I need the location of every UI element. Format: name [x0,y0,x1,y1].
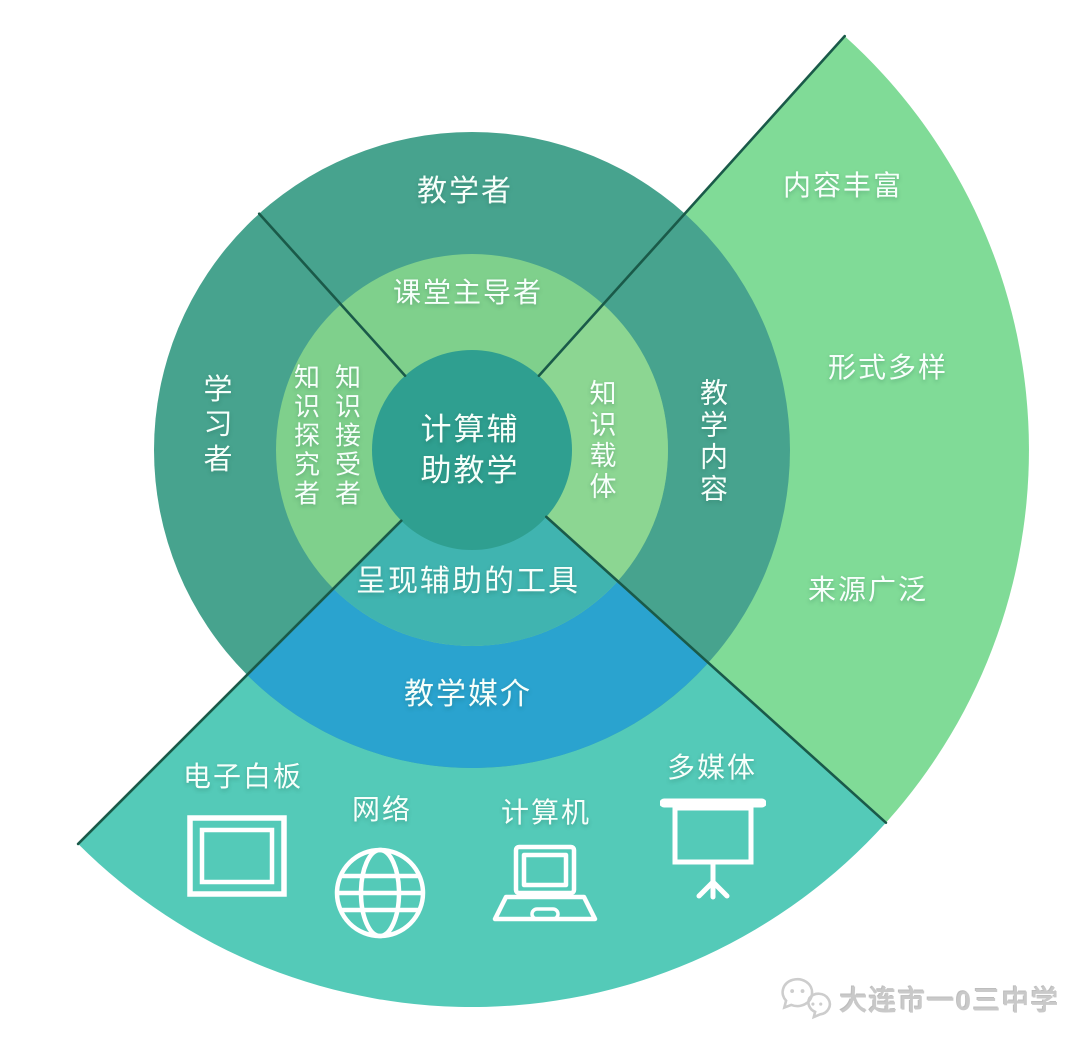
projector-icon [660,798,766,900]
watermark: 大连市一0三中学 [780,975,1060,1021]
center-label-line1: 计算辅 [420,412,520,447]
outer-ring-right-label: 教学内容 [697,378,728,506]
center-label: 计算辅 助教学 [421,409,520,491]
divider-downright [544,515,888,825]
globe-icon [334,847,426,939]
divider-lines [76,34,888,846]
center-label-line2: 助教学 [420,453,520,488]
outer-ring-bottom-label: 教学媒介 [404,678,532,711]
divider-downleft [76,519,403,846]
inner-ring-right-label: 知识载体 [585,379,616,503]
divider-upright [537,34,847,378]
network-label: 网络 [351,794,413,825]
outer-ring-top-label: 教学者 [417,175,513,208]
watermark-text: 大连市一0三中学 [840,985,1061,1016]
whiteboard-label: 电子白板 [182,761,304,792]
inner-ring-top-label: 课堂主导者 [392,277,544,308]
right-wedge-label-3: 来源广泛 [807,574,929,605]
multimedia-label: 多媒体 [666,752,758,783]
center-circle [372,350,572,550]
inner-ring-left-inner-label: 知识接受者 [331,363,362,509]
whiteboard-icon [187,815,287,897]
outer-ring-left-label: 学习者 [199,373,231,479]
inner-ring-bottom-label: 呈现辅助的工具 [356,565,580,598]
right-wedge-label-2: 形式多样 [827,352,949,383]
inner-ring-left-outer-label: 知识探究者 [290,363,321,509]
wechat-icon [781,978,832,1020]
divider-upleft [257,212,407,378]
laptop-icon [492,844,598,922]
computer-label: 计算机 [500,797,592,828]
right-wedge-label-1: 内容丰富 [782,170,904,201]
